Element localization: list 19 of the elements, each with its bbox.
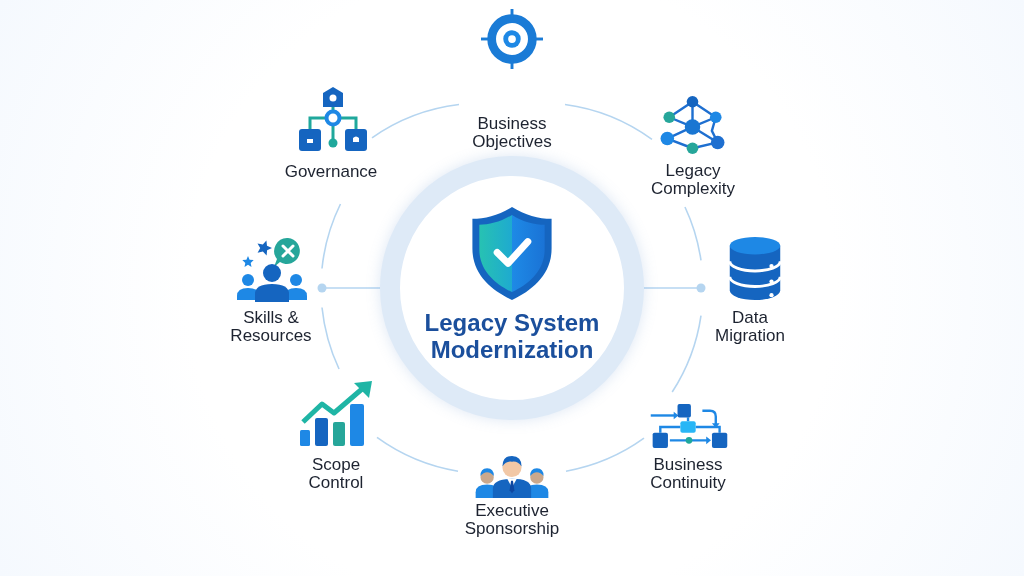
ring-arc [371, 103, 460, 139]
ring-arc [565, 437, 645, 472]
node-label: Data Migration [714, 309, 786, 345]
ring-arc [671, 314, 702, 393]
ring-arc [564, 103, 653, 141]
node-label: Skills & Resources [229, 309, 313, 345]
node-label: Executive Sponsorship [463, 502, 561, 538]
connector-line [643, 283, 706, 293]
hub-title: Legacy System Modernization [423, 309, 601, 363]
ring-arc [684, 206, 702, 262]
connector-line [317, 283, 381, 293]
ring-arc [321, 306, 340, 370]
ring-arc [321, 203, 342, 270]
node-label: Governance [284, 163, 378, 181]
node-label: Scope Control [307, 456, 365, 492]
ring-arc [376, 436, 459, 472]
node-label: Business Continuity [649, 456, 727, 492]
node-label: Business Objectives [471, 115, 553, 151]
node-label: Legacy Complexity [649, 162, 737, 198]
